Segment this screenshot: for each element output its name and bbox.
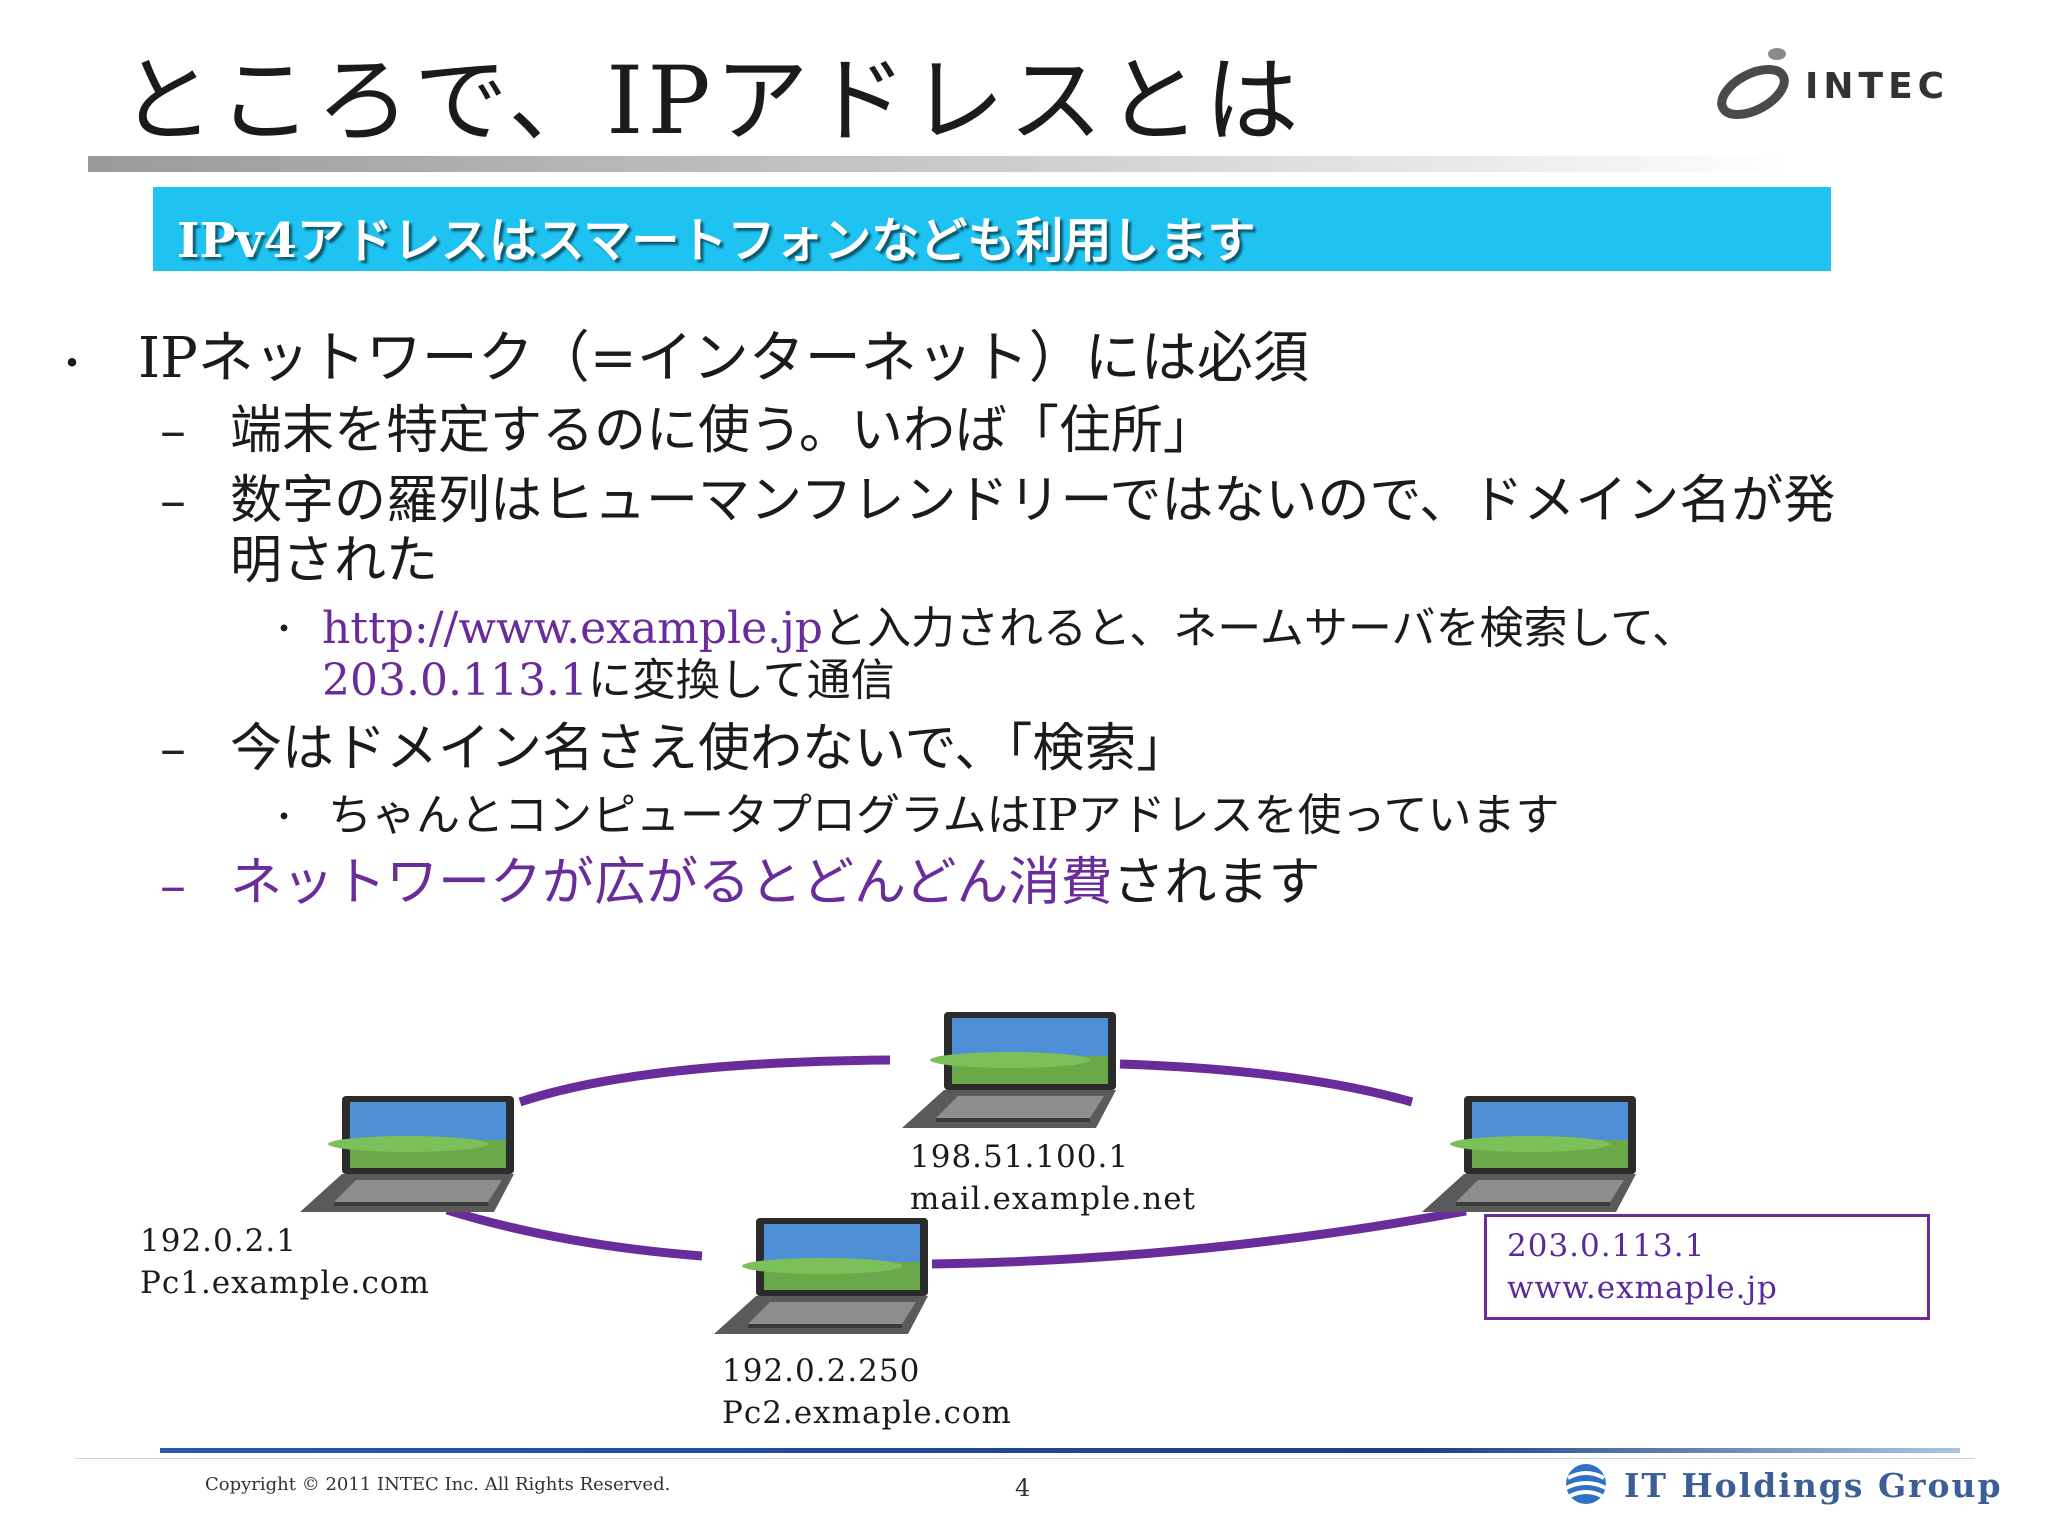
bullet-text: と入力されると、ネームサーバを検索して、 xyxy=(822,603,1696,654)
footer-divider-thin xyxy=(75,1458,1975,1459)
dash-marker: – xyxy=(160,471,186,531)
group-name: IT Holdings Group xyxy=(1624,1466,2003,1505)
intec-logo: INTEC xyxy=(1715,40,2005,130)
laptop-pc2-icon xyxy=(714,1218,928,1334)
copyright-text: Copyright © 2011 INTEC Inc. All Rights R… xyxy=(205,1474,671,1495)
bullet-level1: IPネットワーク（=インターネット）には必須 xyxy=(138,326,1309,391)
web-ip: 203.0.113.1 xyxy=(1507,1228,1706,1264)
example-url-link[interactable]: http://www.example.jp xyxy=(322,603,823,654)
bullet-level2: 端末を特定するのに使う。いわば「住所」 xyxy=(230,401,1215,461)
laptop-web-icon xyxy=(1422,1096,1636,1212)
pc2-label: 192.0.2.250 Pc2.exmaple.com xyxy=(722,1350,1012,1434)
link-pc1-mail xyxy=(518,1055,891,1107)
bullet-level2: ネットワークが広がるとどんどん消費されます xyxy=(230,852,1320,914)
highlight-text: ネットワークが広がるとどんどん消費 xyxy=(230,853,1113,913)
globe-icon xyxy=(1565,1464,1607,1504)
link-pc1-pc2 xyxy=(445,1205,703,1261)
pc1-host: Pc1.example.com xyxy=(140,1265,430,1301)
subtitle-banner: IPv4アドレスはスマートフォンなども利用します xyxy=(153,187,1831,271)
dash-marker: – xyxy=(160,401,186,461)
bullet-level3: http://www.example.jpと入力されると、ネームサーバを検索して… xyxy=(322,603,1696,656)
web-host: www.exmaple.jp xyxy=(1507,1270,1778,1306)
bullet-text: されます xyxy=(1112,853,1321,913)
mail-label: 198.51.100.1 mail.example.net xyxy=(910,1136,1196,1220)
title-underline xyxy=(88,156,1788,172)
dash-marker: – xyxy=(160,719,186,779)
mail-host: mail.example.net xyxy=(910,1181,1196,1217)
bullet-level2: 今はドメイン名さえ使わないで、「検索」 xyxy=(230,719,1189,779)
bullet-level2-cont: 明された xyxy=(230,531,439,591)
slide-title: ところで、IPアドレスとは xyxy=(120,47,1303,156)
it-holdings-logo: IT Holdings Group xyxy=(1560,1460,2001,1510)
pc2-ip: 192.0.2.250 xyxy=(722,1353,921,1389)
bullet-marker: ・ xyxy=(268,610,301,648)
pc2-host: Pc2.exmaple.com xyxy=(722,1395,1012,1431)
page-number: 4 xyxy=(1015,1474,1031,1502)
bullet-marker: ・ xyxy=(268,798,301,836)
pc1-label: 192.0.2.1 Pc1.example.com xyxy=(140,1220,430,1304)
laptop-mail-icon xyxy=(902,1012,1116,1128)
logo-text: INTEC xyxy=(1805,66,1950,107)
intec-swoosh-icon xyxy=(1717,48,1789,120)
bullet-marker: ・ xyxy=(52,341,92,387)
dash-marker: – xyxy=(160,856,186,916)
mail-ip: 198.51.100.1 xyxy=(910,1139,1130,1175)
network-links xyxy=(445,1055,1467,1269)
bullet-level3-cont: 203.0.113.1に変換して通信 xyxy=(322,655,895,708)
ip-address-text: 203.0.113.1 xyxy=(322,655,588,706)
banner-text: IPv4アドレスはスマートフォンなども利用します xyxy=(177,213,1256,269)
link-pc2-web xyxy=(931,1206,1467,1269)
laptop-pc1-icon xyxy=(300,1096,514,1212)
bullet-level3: ちゃんとコンピュータプログラムはIPアドレスを使っています xyxy=(328,790,1560,841)
pc1-ip: 192.0.2.1 xyxy=(140,1223,297,1259)
web-server-label: 203.0.113.1 www.exmaple.jp xyxy=(1484,1214,1930,1320)
link-mail-web xyxy=(1119,1059,1414,1107)
bullet-level2: 数字の羅列はヒューマンフレンドリーではないので、ドメイン名が発 xyxy=(230,471,1836,531)
bullet-text: に変換して通信 xyxy=(587,655,895,706)
footer-divider xyxy=(160,1448,1960,1453)
